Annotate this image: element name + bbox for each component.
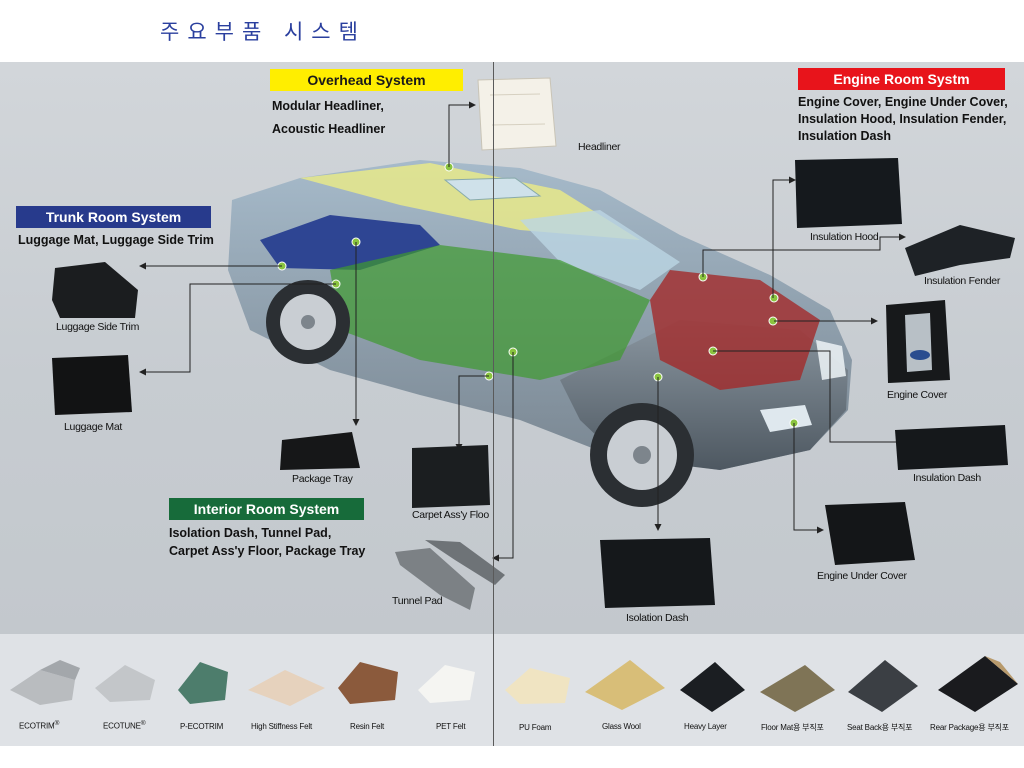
car-body xyxy=(228,160,852,507)
engine-under-cover-image xyxy=(825,502,915,565)
insulation-hood-label: Insulation Hood xyxy=(810,231,879,243)
material-label-heavy-layer: Heavy Layer xyxy=(684,722,727,731)
page-title: 주요부품 시스템 xyxy=(160,20,366,44)
engine-room-system-desc-2: Insulation Hood, Insulation Fender, xyxy=(798,112,1007,126)
p-ecotrim-swatch xyxy=(178,662,228,704)
insulation-dash-right-image xyxy=(895,425,1008,470)
overhead-system-title: Overhead System xyxy=(270,69,463,91)
material-label-pu-foam: PU Foam xyxy=(519,723,552,732)
headliner-label: Headliner xyxy=(578,141,621,153)
ecotune-swatch xyxy=(95,665,155,702)
interior-area xyxy=(330,245,650,380)
pet-felt-swatch xyxy=(418,665,475,703)
material-label-glass-wool: Glass Wool xyxy=(602,722,641,731)
interior-room-system-desc-2: Carpet Ass'y Floor, Package Tray xyxy=(169,544,366,558)
luggage-mat-image xyxy=(52,355,132,415)
material-label-rear-package-felt: Rear Package용 부직포 xyxy=(930,723,1009,732)
engine-room-system-desc-3: Insulation Dash xyxy=(798,129,892,143)
material-label-pet-felt: PET Felt xyxy=(436,722,466,731)
trunk-room-system-title: Trunk Room System xyxy=(16,206,211,228)
luggage-side-trim-image xyxy=(52,262,138,318)
tunnel-pad-label: Tunnel Pad xyxy=(392,595,443,607)
overhead-system-desc-2: Acoustic Headliner xyxy=(272,122,386,136)
center-divider xyxy=(493,62,494,746)
heavy-layer-swatch xyxy=(680,662,745,712)
material-label-floor-mat-felt: Floor Mat용 부직포 xyxy=(761,723,824,732)
material-label-ecotune: ECOTUNE® xyxy=(103,720,146,731)
isolation-dash-image xyxy=(600,538,715,608)
overhead-system-desc-1: Modular Headliner, xyxy=(272,99,384,113)
luggage-mat-label: Luggage Mat xyxy=(64,421,122,433)
interior-room-system-desc-1: Isolation Dash, Tunnel Pad, xyxy=(169,526,332,540)
high-stiffness-felt-swatch xyxy=(248,670,325,706)
material-swatches xyxy=(10,656,1018,712)
material-label-high-stiffness-felt: High Stiffness Felt xyxy=(251,722,312,731)
engine-room-system-title: Engine Room Systm xyxy=(798,68,1005,90)
seat-back-felt-swatch xyxy=(848,660,918,712)
front-wheel xyxy=(590,403,694,507)
interior-room-system-title: Interior Room System xyxy=(169,498,364,520)
package-tray-image xyxy=(280,432,360,470)
pu-foam-swatch xyxy=(505,668,570,704)
floor-mat-felt-swatch xyxy=(760,665,835,712)
material-label-resin-felt: Resin Felt xyxy=(350,722,385,731)
engine-under-cover-label: Engine Under Cover xyxy=(817,570,907,582)
rear-package-felt-swatch xyxy=(938,656,1018,712)
insulation-dash-label: Insulation Dash xyxy=(913,472,981,484)
package-tray-label: Package Tray xyxy=(292,473,353,485)
carpet-floor-image xyxy=(412,445,490,508)
carpet-floor-label: Carpet Ass'y Floo xyxy=(412,509,489,521)
material-label-p-ecotrim: P-ECOTRIM xyxy=(180,722,224,731)
luggage-side-trim-label: Luggage Side Trim xyxy=(56,321,140,333)
trunk-room-system-desc: Luggage Mat, Luggage Side Trim xyxy=(18,233,214,247)
headliner-image xyxy=(477,77,557,151)
ecotrim-swatch xyxy=(10,660,80,705)
glass-wool-swatch xyxy=(585,660,665,710)
material-label-seat-back-felt: Seat Back용 부직포 xyxy=(847,723,913,732)
engine-cover-image xyxy=(886,300,950,383)
engine-cover-label: Engine Cover xyxy=(887,389,948,401)
insulation-fender-label: Insulation Fender xyxy=(924,275,1001,287)
isolation-dash-label: Isolation Dash xyxy=(626,612,689,624)
resin-felt-swatch xyxy=(338,662,398,704)
engine-room-system-desc-1: Engine Cover, Engine Under Cover, xyxy=(798,95,1008,109)
insulation-hood-image xyxy=(795,158,902,228)
rear-wheel xyxy=(266,280,350,364)
material-label-ecotrim: ECOTRIM® xyxy=(19,720,60,731)
leader-lines xyxy=(145,104,900,559)
tunnel-pad-image xyxy=(395,540,505,610)
insulation-fender-image xyxy=(905,225,1015,276)
